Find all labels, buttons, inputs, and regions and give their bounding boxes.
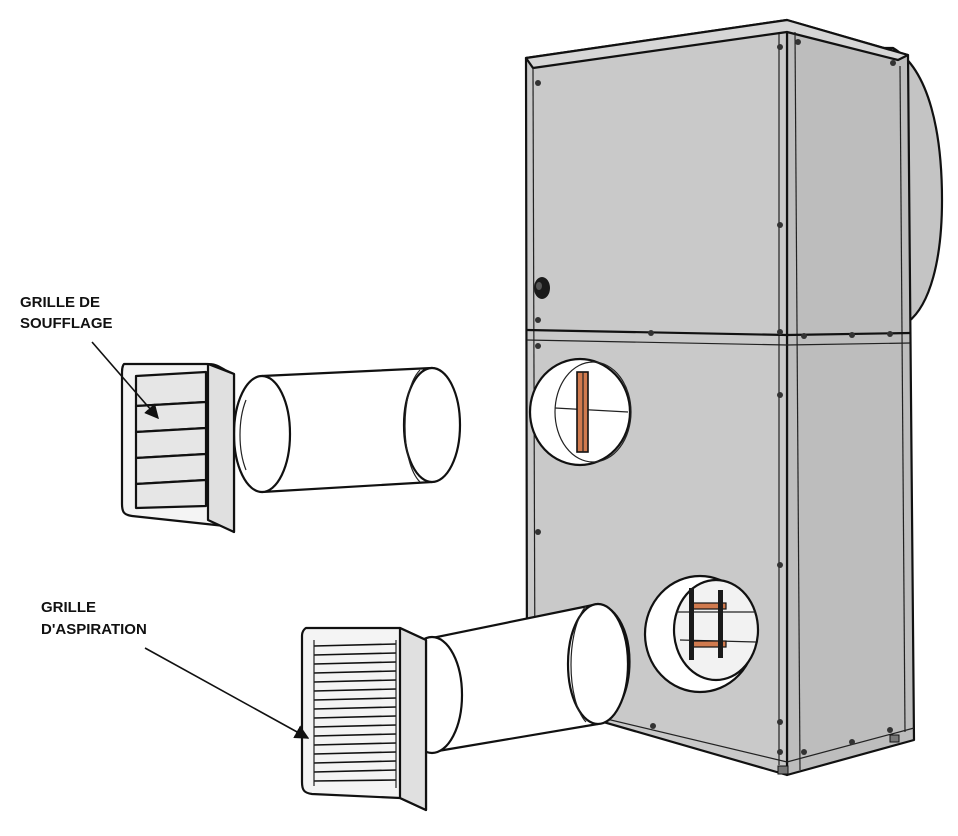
blow-grille-leader-arrow (91, 341, 159, 420)
blow-grille-label-line1: GRILLE DE (20, 294, 100, 311)
blow-grille-louvres (134, 370, 208, 510)
upper-duct-spigot (528, 357, 632, 467)
intake-grille-frame (300, 626, 428, 812)
intake-grille-slats (313, 643, 397, 782)
intake-duct-assembly (300, 602, 631, 812)
blow-grille-label-line2: SOUFFLAGE (20, 315, 113, 332)
blow-duct-assembly (120, 362, 462, 534)
intake-grille-leader-arrow (144, 647, 310, 739)
intake-grille-callout: GRILLE D'ASPIRATION (41, 599, 310, 739)
cabinet-screws (535, 39, 896, 755)
intake-grille-label-line2: D'ASPIRATION (41, 621, 147, 638)
intake-grille-label-line1: GRILLE (41, 599, 96, 616)
cabinet-side-face (785, 18, 916, 777)
cabinet-panel-seam (525, 328, 912, 337)
lower-duct-spigot (643, 574, 760, 694)
cabinet-knob (534, 277, 550, 299)
blow-grille-callout: GRILLE DE SOUFFLAGE (20, 294, 159, 420)
